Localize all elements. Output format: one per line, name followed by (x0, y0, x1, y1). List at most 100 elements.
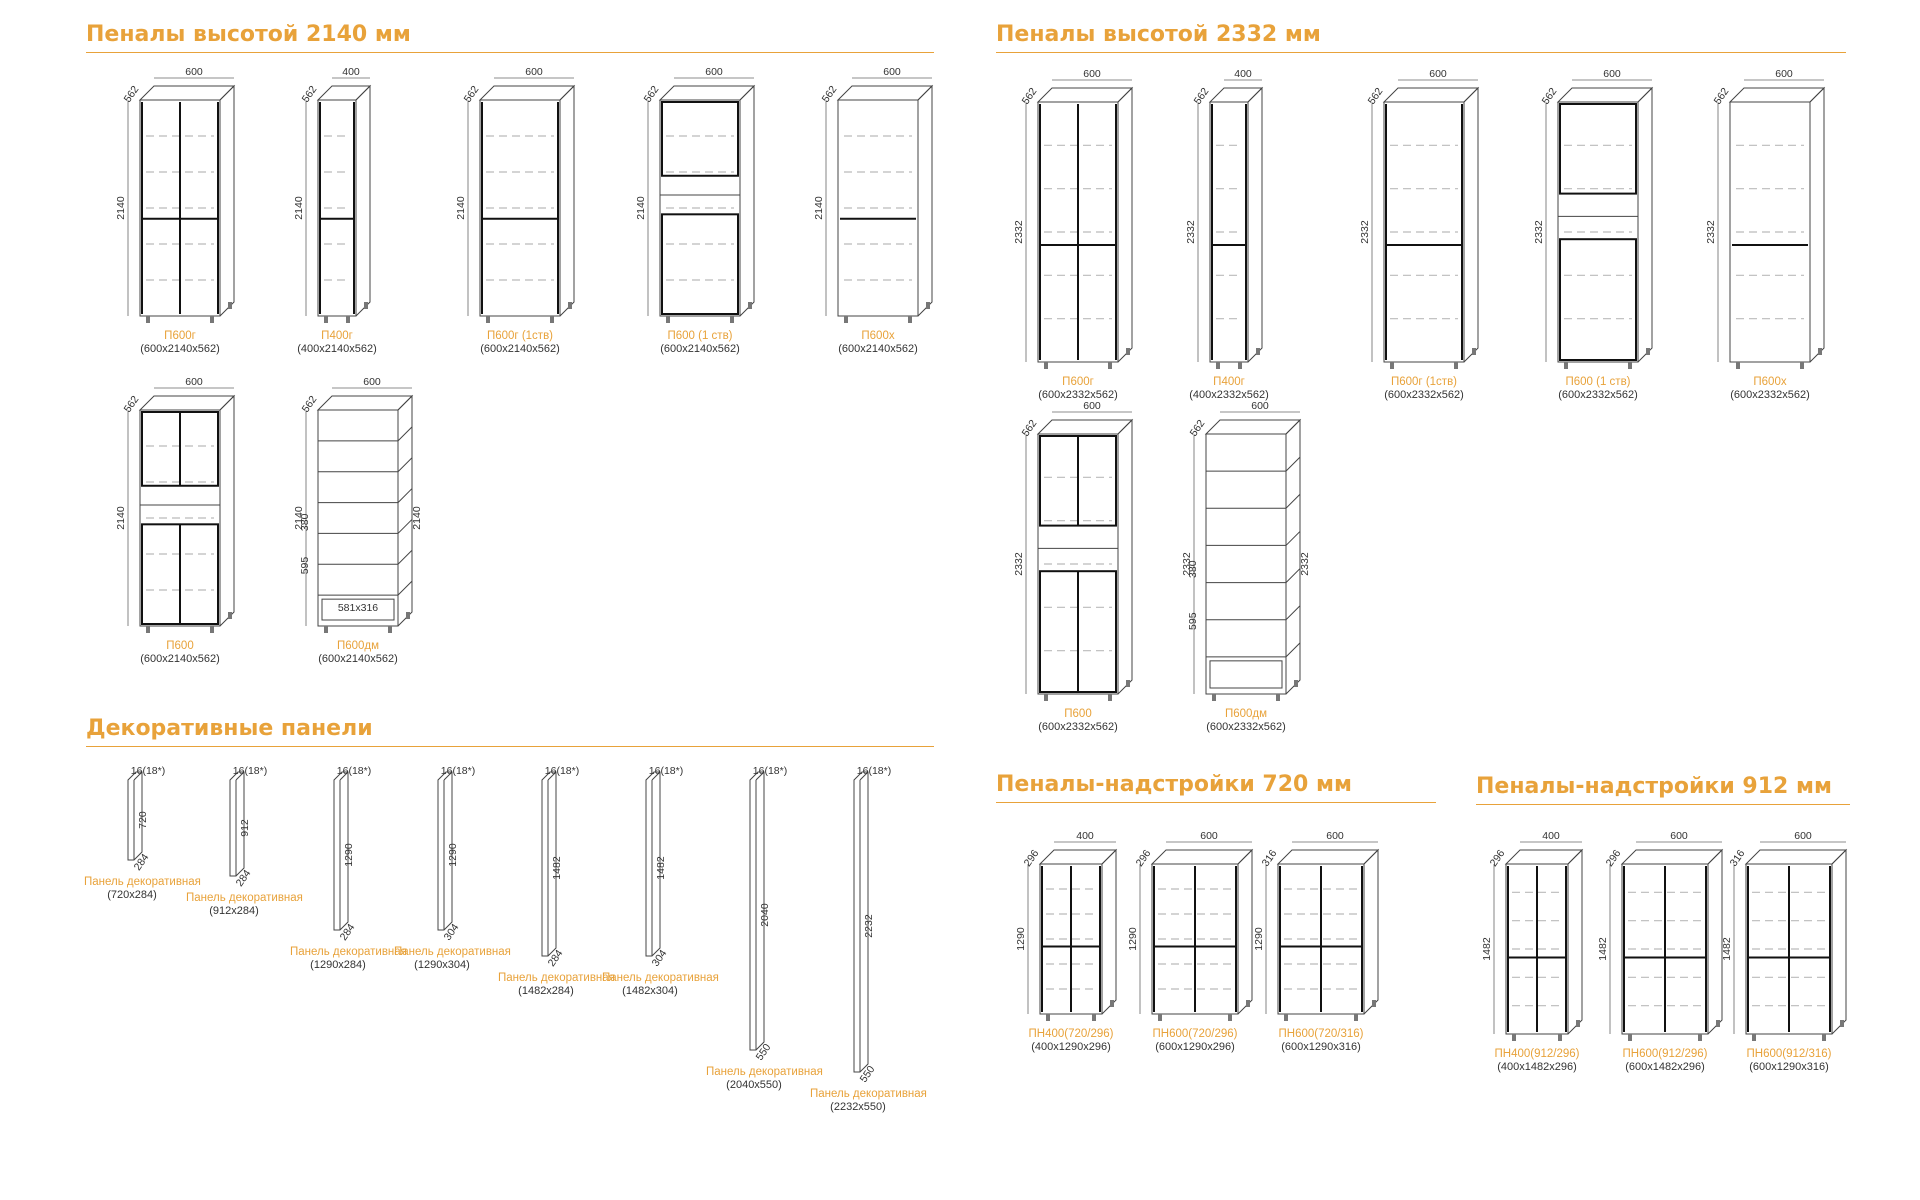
height-label: 2332 (1533, 220, 1545, 244)
item-dimensions: (1290х304) (414, 959, 470, 972)
item-dimensions: (400х2332х562) (1189, 389, 1269, 402)
section-title-tall-2140: Пеналы высотой 2140 мм (86, 22, 411, 47)
width-label: 600 (1083, 68, 1101, 80)
section-divider (996, 802, 1436, 803)
width-label: 600 (1083, 400, 1101, 412)
item-name: П600дм (336, 640, 380, 652)
item-name: ПН600(720/316) (1278, 1028, 1364, 1040)
item-caption: П600г (1ств)(600х2332х562) (1364, 376, 1484, 402)
item-caption: Панель декоративная(1290х284) (290, 946, 407, 972)
section-title-top-720: Пеналы-надстройки 720 мм (996, 772, 1352, 797)
depth-label: 562 (462, 84, 482, 105)
item-caption: Панель декоративная(1482х304) (602, 972, 719, 998)
item-caption: П600х(600х2332х562) (1710, 376, 1830, 402)
depth-label: 562 (820, 84, 840, 105)
item-caption: П600 (1 ств)(600х2332х562) (1538, 376, 1658, 402)
height-label: 1290 (1127, 927, 1139, 951)
width-label: 400 (1542, 830, 1560, 842)
width-label: 600 (185, 66, 203, 78)
thickness-label: 16(18*) (131, 765, 165, 777)
depth-label: 562 (1188, 418, 1208, 439)
item-name: П400г (321, 330, 353, 342)
item-dimensions: (600х2140х562) (838, 343, 918, 356)
depth-label: 284 (234, 868, 254, 889)
cabinet-svg: 600 316 1290 (1253, 830, 1380, 1021)
item-caption: П400г(400х2332х562) (1169, 376, 1289, 402)
width-label: 600 (1794, 830, 1812, 842)
item-caption: ПН600(912/296)(600х1482х296) (1605, 1048, 1725, 1074)
section-title-tall-2332: Пеналы высотой 2332 мм (996, 22, 1321, 47)
height-label: 2140 (293, 506, 305, 530)
item-caption: П400г(400х2140х562) (277, 330, 397, 356)
height-label: 2140 (813, 196, 825, 220)
item-dimensions: (1482х304) (622, 985, 678, 998)
width-label: 600 (363, 376, 381, 388)
item-dimensions: (400х2140х562) (297, 343, 377, 356)
depth-label: 296 (1488, 848, 1508, 869)
thickness-label: 16(18*) (649, 765, 683, 777)
item-dimensions: (600х2332х562) (1038, 721, 1118, 734)
item-name: П600г (1ств) (1390, 376, 1458, 388)
height-label: 720 (137, 811, 149, 829)
height-label: 1290 (447, 843, 459, 867)
item-name: П600х (1753, 376, 1787, 388)
item-name: ПН600(912/296) (1622, 1048, 1708, 1060)
item-name: П400г (1213, 376, 1245, 388)
item-dimensions: (600х2332х562) (1384, 389, 1464, 402)
item-name: Панель декоративная (498, 972, 615, 984)
height-label: 2040 (759, 903, 771, 927)
item-caption: ПН600(912/316)(600х1290х316) (1729, 1048, 1849, 1074)
item-name: ПН400(720/296) (1028, 1028, 1114, 1040)
item-dimensions: (720х284) (107, 889, 157, 902)
depth-label: 316 (1260, 848, 1280, 869)
item-name: П600г (1062, 376, 1094, 388)
item-caption: П600дм(600х2332х562) (1186, 708, 1306, 734)
width-label: 600 (705, 66, 723, 78)
item-name: Панель декоративная (706, 1066, 823, 1078)
item-caption: Панель декоративная(720х284) (84, 876, 201, 902)
item-caption: ПН600(720/296)(600х1290х296) (1135, 1028, 1255, 1054)
thickness-label: 16(18*) (753, 765, 787, 777)
item-name: П600 (1064, 708, 1092, 720)
width-label: 400 (342, 66, 360, 78)
section-title-top-912: Пеналы-надстройки 912 мм (1476, 774, 1832, 799)
height-label: 2140 (293, 196, 305, 220)
width-label: 600 (525, 66, 543, 78)
item-dimensions: (600х2140х562) (140, 343, 220, 356)
width-label: 600 (1326, 830, 1344, 842)
item-caption: ПН400(912/296)(400х1482х296) (1477, 1048, 1597, 1074)
height-label: 2140 (115, 196, 127, 220)
item-name: П600дм (1224, 708, 1268, 720)
item-caption: П600дм(600х2140х562) (298, 640, 418, 666)
item-dimensions: (600х1290х316) (1749, 1061, 1829, 1074)
depth-label: 550 (858, 1064, 878, 1085)
item-dimensions: (1482х284) (518, 985, 574, 998)
height-label: 2332 (1705, 220, 1717, 244)
section-divider (86, 52, 934, 53)
height-label: 1482 (1597, 937, 1609, 961)
width-label: 600 (1603, 68, 1621, 80)
depth-label: 304 (650, 948, 670, 969)
item-caption: Панель декоративная(1482х284) (498, 972, 615, 998)
height-label: 2332 (1181, 552, 1193, 576)
height-label: 1482 (1721, 937, 1733, 961)
height-label: 1290 (1253, 927, 1265, 951)
item-dimensions: (600х2332х562) (1730, 389, 1810, 402)
section-height-label: 380 (299, 513, 311, 531)
item-caption: Панель декоративная(2040х550) (706, 1066, 823, 1092)
height-label: 2332 (1185, 220, 1197, 244)
item-dimensions: (600х1290х316) (1281, 1041, 1361, 1054)
